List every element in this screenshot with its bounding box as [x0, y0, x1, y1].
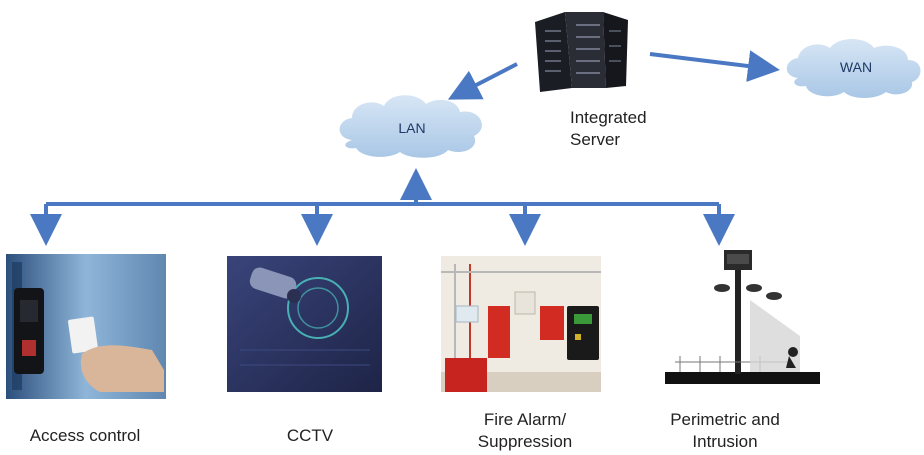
- fire-alarm-image: [441, 256, 601, 392]
- cctv-label: CCTV: [250, 425, 370, 447]
- lan-cloud-icon: LAN: [339, 95, 482, 158]
- access-control-label-line1: Access control: [29, 426, 141, 445]
- wan-label: WAN: [840, 59, 872, 75]
- server-to-lan-arrow: [447, 62, 518, 100]
- lan-label: LAN: [398, 120, 425, 136]
- fire-alarm-label: Fire Alarm/ Suppression: [455, 409, 595, 453]
- server-label: Integrated Server: [570, 107, 680, 151]
- server-icon: [535, 12, 628, 92]
- perimeter-label-line1: Perimetric and: [670, 410, 780, 429]
- cctv-image: [227, 256, 382, 392]
- perimeter-image: [665, 250, 820, 384]
- fire-alarm-label-line2: Suppression: [477, 432, 573, 451]
- server-label-line1: Integrated: [570, 108, 647, 127]
- server-label-line2: Server: [570, 130, 621, 149]
- server-to-wan-arrow: [649, 50, 780, 82]
- perimeter-label: Perimetric and Intrusion: [650, 409, 800, 453]
- access-control-image: [6, 254, 166, 399]
- perimeter-label-line2: Intrusion: [692, 432, 758, 451]
- connectors: [30, 50, 780, 246]
- wan-cloud-icon: WAN: [786, 39, 921, 98]
- fire-alarm-label-line1: Fire Alarm/: [483, 410, 567, 429]
- access-control-label: Access control: [10, 425, 160, 447]
- cctv-label-line1: CCTV: [286, 426, 334, 445]
